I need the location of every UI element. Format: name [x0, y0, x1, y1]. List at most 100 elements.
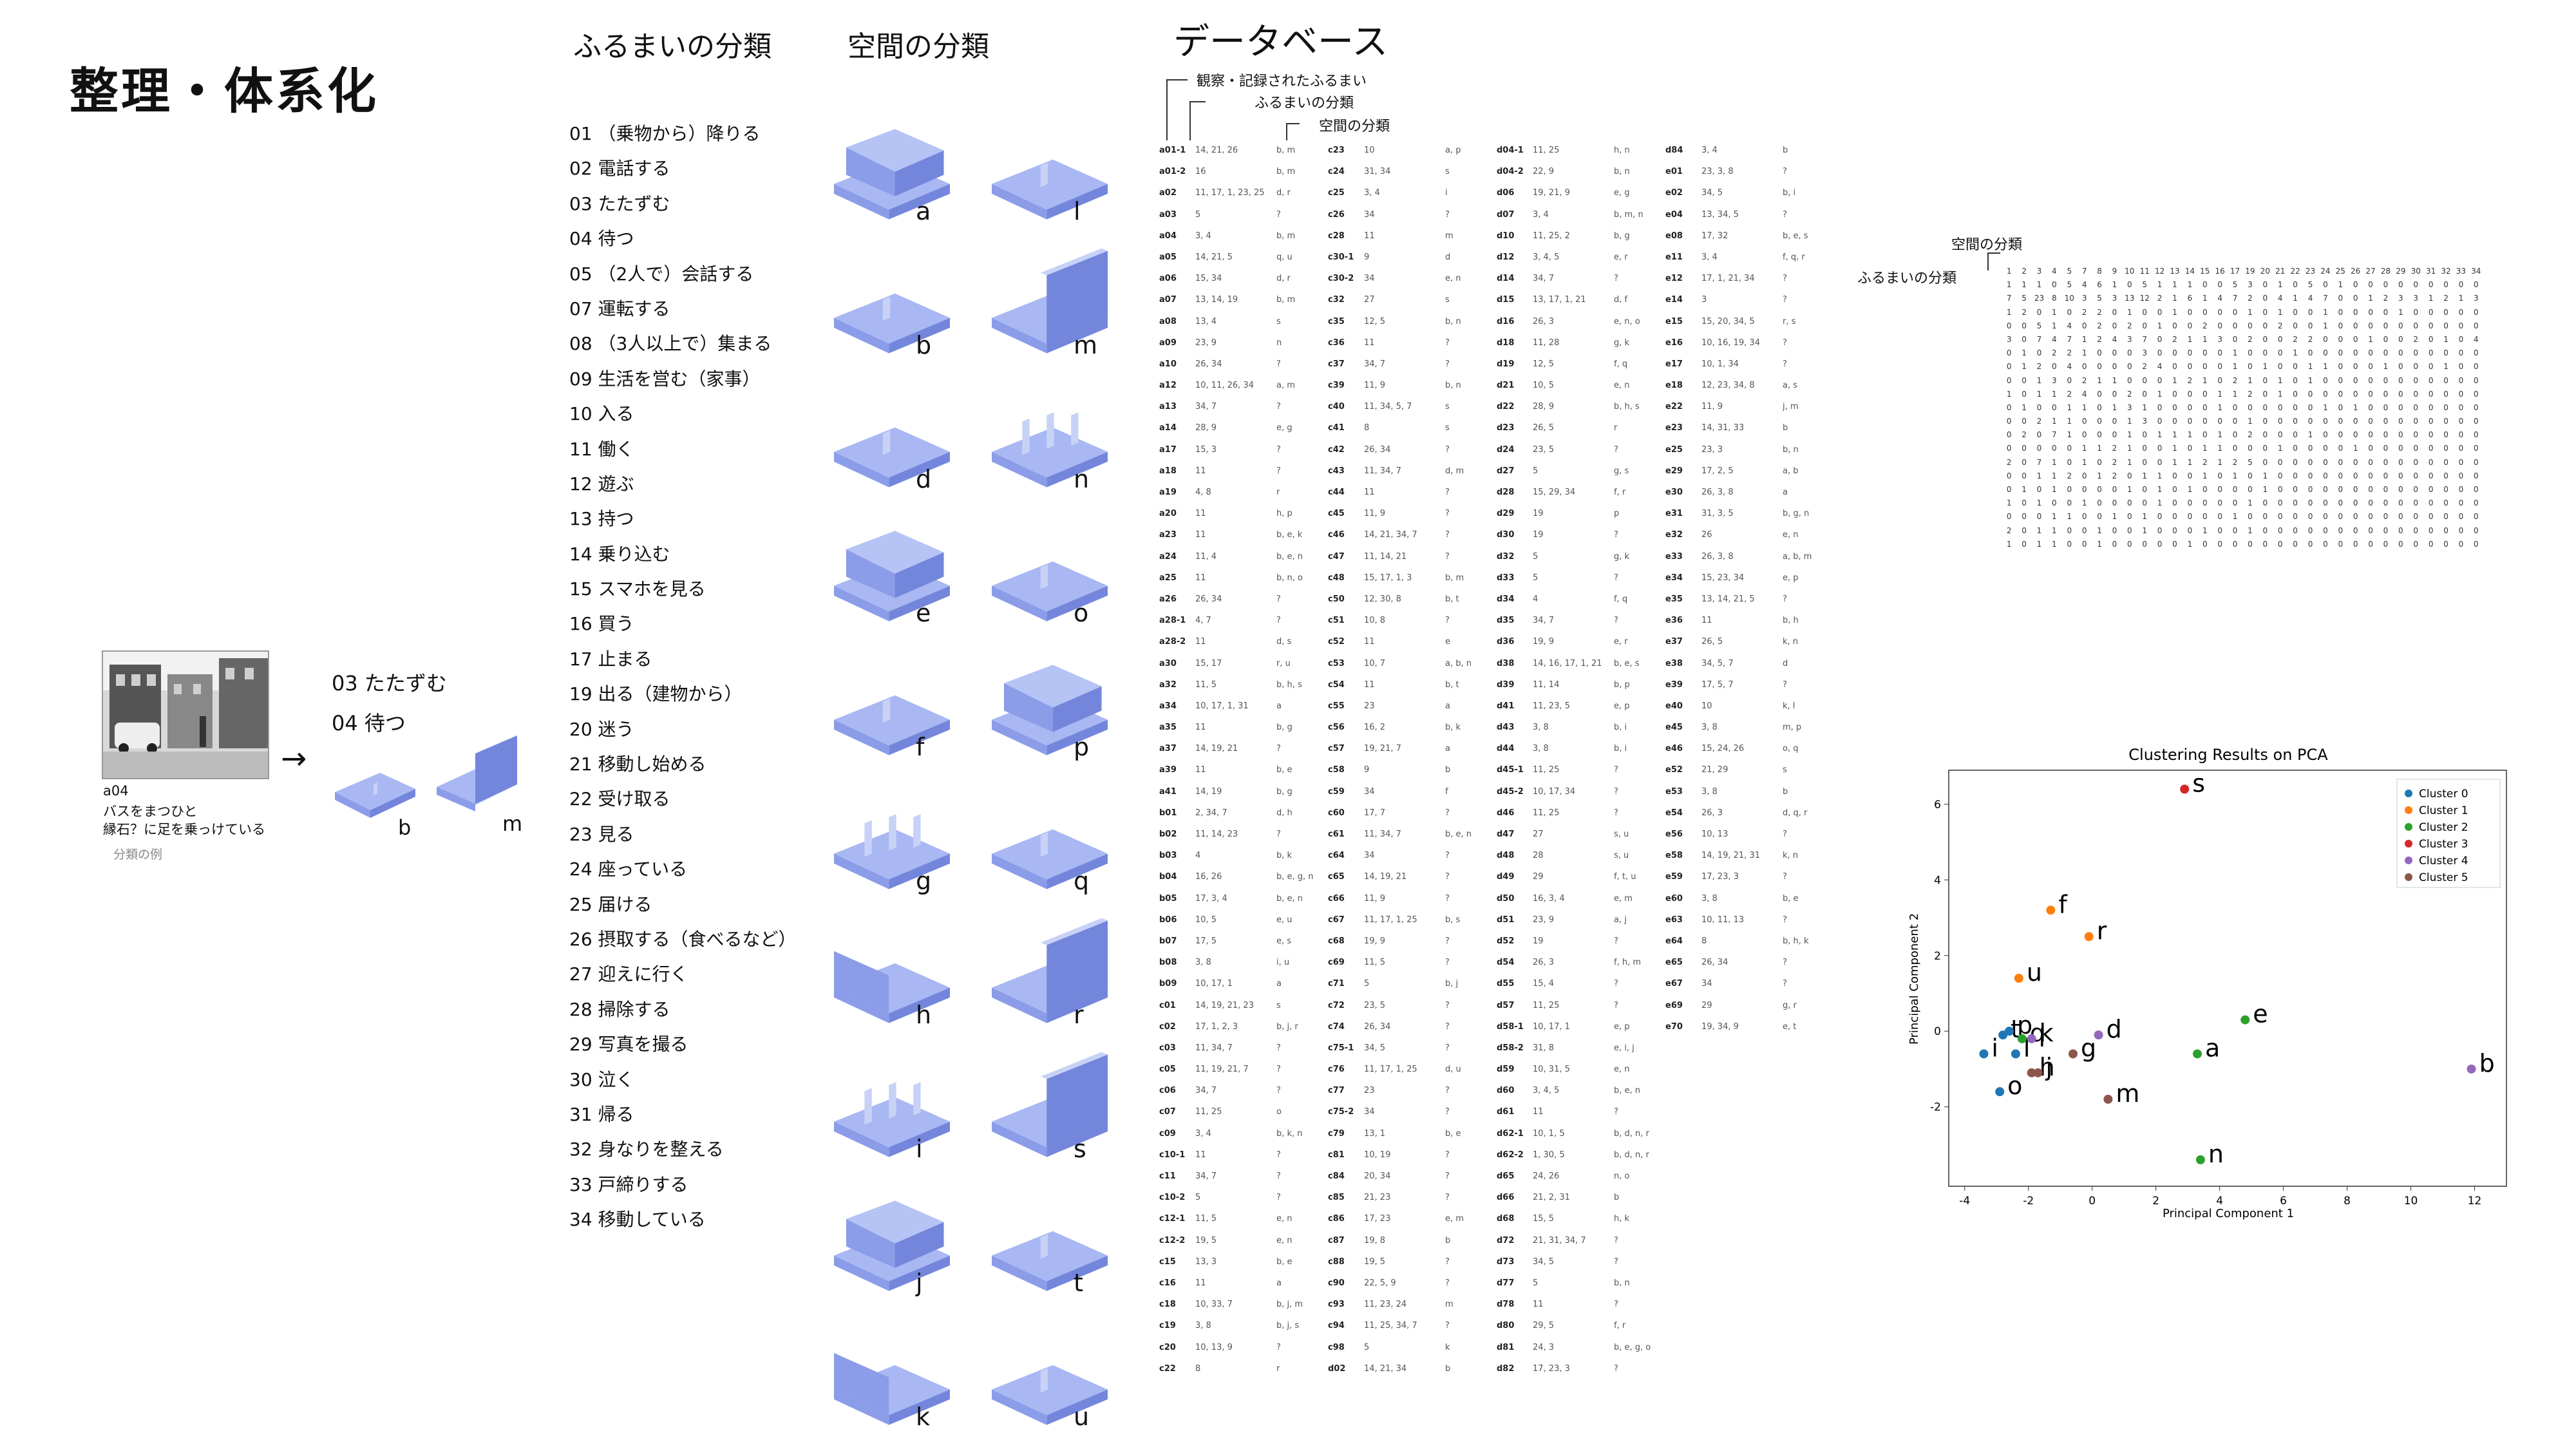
matrix-cell: 7: [2036, 457, 2042, 467]
matrix-cell: 1: [2157, 430, 2163, 440]
record-id: e14: [1665, 295, 1683, 305]
matrix-cell: 1: [2157, 321, 2163, 330]
record-id: a24: [1159, 551, 1177, 562]
matrix-cell: 6: [2187, 294, 2193, 303]
space-codes: b, e, g, n: [1276, 872, 1314, 882]
matrix-cell: 1: [2006, 280, 2012, 290]
matrix-cell: 0: [2127, 526, 2132, 535]
behavior-codes: 10, 13: [1701, 829, 1728, 839]
space-codes: ?: [1276, 1342, 1281, 1352]
behavior-item: 23 見る: [569, 823, 634, 845]
matrix-cell: 1: [2232, 348, 2238, 358]
record-id: d72: [1497, 1235, 1515, 1245]
legend-swatch: [2405, 857, 2412, 864]
matrix-cell: 0: [2323, 457, 2328, 467]
matrix-cell: 0: [2368, 280, 2373, 290]
matrix-cell: 1: [2006, 389, 2012, 399]
record-id: d06: [1497, 188, 1515, 198]
matrix-cell: 2: [2067, 348, 2072, 358]
matrix-cell: 1: [2217, 457, 2222, 467]
matrix-cell: 0: [2458, 362, 2464, 372]
space-codes: ?: [1445, 1043, 1450, 1053]
matrix-cell: 1: [2142, 526, 2148, 535]
y-tick-label: 0: [1934, 1025, 1941, 1038]
matrix-cell: 0: [2232, 485, 2238, 494]
matrix-header-cell: 28: [2380, 267, 2391, 276]
matrix-cell: 0: [2458, 389, 2464, 399]
matrix-cell: 0: [2338, 307, 2344, 317]
matrix-cell: 0: [2081, 417, 2087, 426]
matrix-cell: 0: [2157, 526, 2163, 535]
matrix-cell: 0: [2368, 539, 2373, 549]
matrix-cell: 0: [2428, 402, 2434, 412]
record-id: c30-1: [1328, 252, 1354, 262]
space-codes: ?: [1445, 488, 1450, 497]
record-id: d81: [1497, 1342, 1515, 1352]
matrix-cell: 0: [2353, 389, 2358, 399]
matrix-cell: 0: [2398, 430, 2403, 440]
matrix-cell: 1: [2217, 444, 2222, 453]
point-label: t: [2011, 1015, 2020, 1043]
behavior-item: 31 帰る: [569, 1103, 634, 1125]
matrix-header-cell: 19: [2245, 267, 2255, 276]
space-codes: s: [1276, 1000, 1281, 1010]
matrix-cell: 0: [2338, 485, 2344, 494]
matrix-cell: 0: [2217, 362, 2222, 372]
matrix-cell: 4: [2112, 334, 2117, 344]
record-id: c85: [1328, 1193, 1345, 1203]
space-codes: e, p: [1783, 573, 1799, 583]
matrix-cell: 0: [2443, 417, 2448, 426]
space-codes: ?: [1276, 616, 1281, 626]
behavior-codes: 11, 25: [1533, 1000, 1560, 1010]
matrix-cell: 0: [2458, 526, 2464, 535]
behavior-item: 15 スマホを見る: [569, 578, 706, 600]
behavior-codes: 5: [1533, 466, 1539, 476]
record-id: c16: [1159, 1278, 1176, 1288]
behavior-item: 03 たたずむ: [569, 193, 670, 214]
matrix-cell: 0: [2036, 348, 2042, 358]
matrix-cell: 0: [2202, 389, 2208, 399]
space-label: h: [916, 1001, 932, 1029]
data-point: [2017, 1034, 2027, 1043]
matrix-cell: 7: [2052, 430, 2057, 440]
matrix-cell: 0: [2036, 307, 2042, 317]
behavior-codes: 11: [1533, 1107, 1544, 1117]
data-point: [2240, 1015, 2250, 1025]
record-id: a39: [1159, 765, 1177, 775]
record-id: d66: [1497, 1193, 1515, 1203]
matrix-cell: 2: [2248, 430, 2253, 440]
matrix-cell: 0: [2202, 348, 2208, 358]
matrix-cell: 0: [2006, 321, 2012, 330]
matrix-cell: 0: [2112, 539, 2117, 549]
behavior-codes: 11, 25: [1533, 146, 1560, 155]
space-label: i: [916, 1135, 923, 1163]
matrix-cell: 1: [2052, 485, 2057, 494]
behavior-codes: 11: [1195, 573, 1206, 583]
space-codes: ?: [1445, 1107, 1450, 1117]
point-label: s: [2192, 769, 2205, 797]
x-tick-label: -4: [1959, 1195, 1970, 1208]
space-codes: ?: [1783, 979, 1787, 989]
matrix-cell: 0: [2413, 321, 2419, 330]
behavior-codes: 23, 5: [1533, 444, 1555, 455]
behavior-codes: 15, 17, 1, 3: [1364, 573, 1412, 583]
matrix-cell: 0: [2172, 539, 2177, 549]
behavior-codes: 11, 34, 7: [1364, 829, 1401, 839]
matrix-cell: 0: [2052, 402, 2057, 412]
